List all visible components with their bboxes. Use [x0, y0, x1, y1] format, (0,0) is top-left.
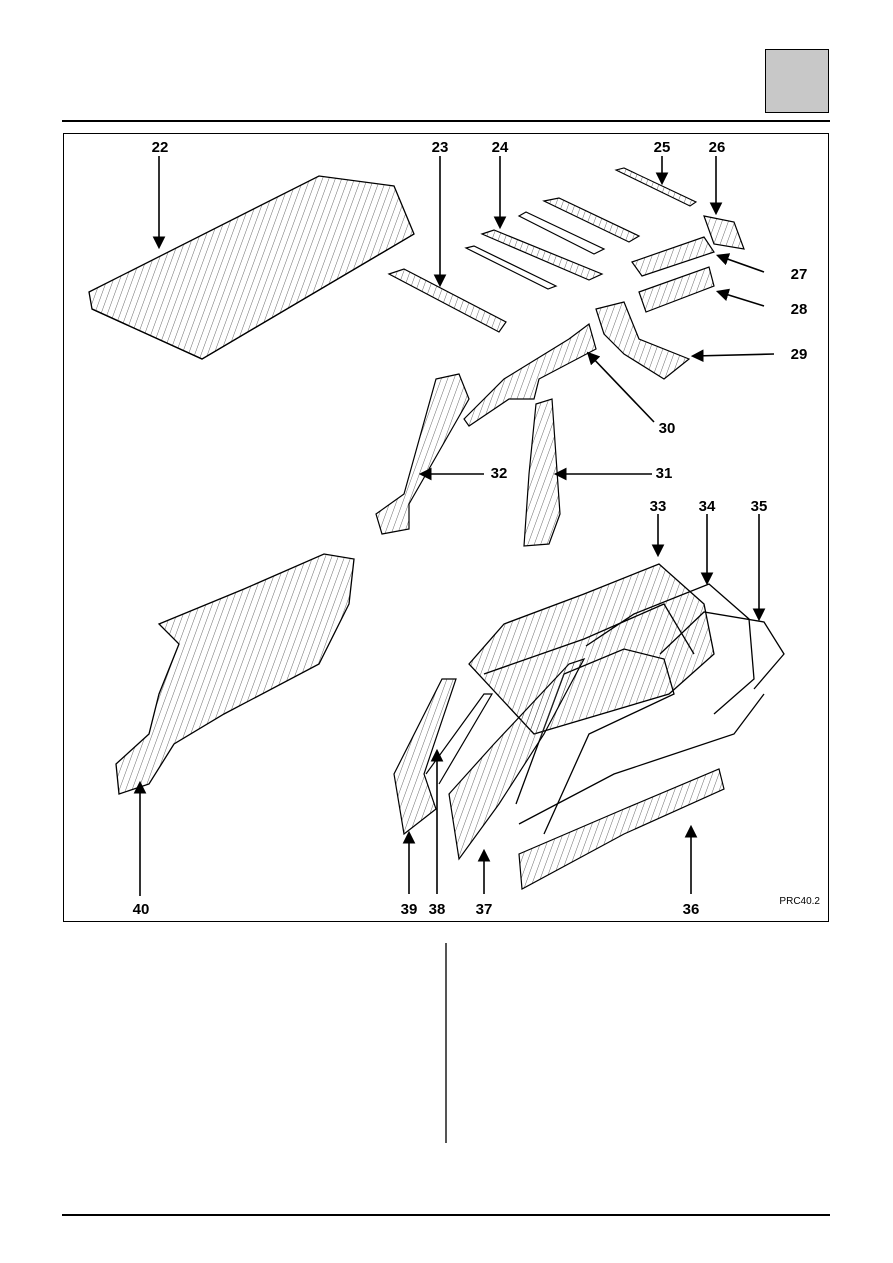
roof-panel-part — [88, 175, 415, 360]
part-label-34: 34 — [698, 498, 716, 515]
part-label-37: 37 — [475, 901, 493, 918]
part-label-39: 39 — [400, 901, 418, 918]
part-label-30: 30 — [658, 420, 676, 437]
header-rule — [62, 120, 830, 122]
rear-quarter-inner-part — [115, 553, 355, 795]
a-pillar-part — [375, 373, 470, 535]
front-pillar-parts — [393, 657, 586, 861]
leader-arrows — [133, 156, 775, 896]
roof-crossmember-parts — [464, 197, 641, 290]
rear-pillar-panel-part — [595, 301, 691, 380]
chapter-tab-box — [765, 49, 829, 113]
part-label-23: 23 — [431, 139, 449, 156]
part-label-33: 33 — [649, 498, 667, 515]
part-label-26: 26 — [708, 139, 726, 156]
sill-part — [518, 768, 725, 890]
part-label-36: 36 — [682, 901, 700, 918]
footer-rule — [62, 1214, 830, 1216]
part-label-40: 40 — [132, 901, 150, 918]
roof-bow-part — [387, 268, 507, 333]
exploded-body-diagram: 22 23 24 25 26 27 28 29 30 31 32 33 34 3… — [63, 133, 829, 922]
body-side-frames-parts — [468, 563, 785, 835]
roof-rail-part — [614, 167, 698, 207]
b-pillar-part — [523, 398, 561, 547]
column-divider — [445, 943, 447, 1143]
figure-reference-code: PRC40.2 — [779, 896, 820, 907]
part-label-32: 32 — [490, 465, 508, 482]
rear-components-parts — [631, 215, 745, 313]
upper-side-rail-part — [463, 322, 597, 427]
part-label-22: 22 — [151, 139, 169, 156]
part-label-24: 24 — [491, 139, 509, 156]
part-label-29: 29 — [790, 346, 808, 363]
part-label-27: 27 — [790, 266, 808, 283]
part-label-35: 35 — [750, 498, 768, 515]
part-label-31: 31 — [655, 465, 673, 482]
part-label-25: 25 — [653, 139, 671, 156]
diagram-drawing — [88, 156, 785, 896]
part-label-38: 38 — [428, 901, 446, 918]
part-label-28: 28 — [790, 301, 808, 318]
